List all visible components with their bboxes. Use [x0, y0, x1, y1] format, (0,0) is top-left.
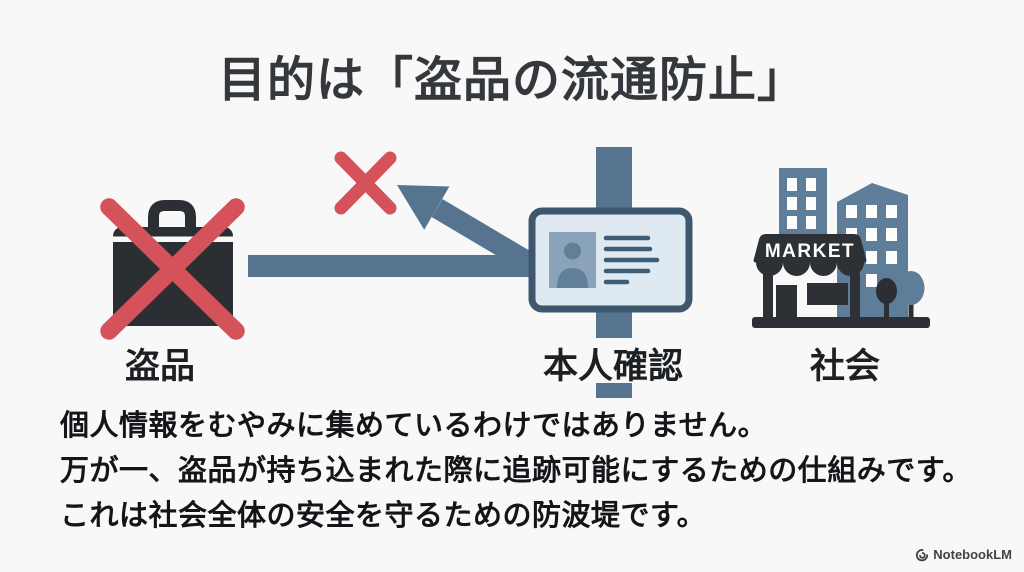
horizontal-flow-bar [248, 255, 562, 277]
market-buildings-icon: MARKET [752, 168, 930, 328]
slide-title: 目的は「盗品の流通防止」 [217, 54, 806, 107]
watermark: NotebookLM [915, 547, 1012, 562]
building-left [779, 168, 827, 238]
watermark-label: NotebookLM [933, 547, 1012, 562]
id-text-lines [603, 235, 660, 285]
body-line-3: これは社会全体の安全を守るための防波堤です。 [60, 500, 707, 532]
prohibited-x-icon [100, 198, 245, 340]
label-stolen-goods: 盗品 [124, 347, 195, 386]
market-awning [753, 234, 867, 276]
label-identity-check: 本人確認 [542, 347, 683, 386]
notebooklm-logo-icon [916, 548, 929, 561]
tree-dark-icon [876, 278, 897, 320]
vertical-flow-bar-bottom [596, 383, 632, 398]
body-text: 個人情報をむやみに集めているわけではありません。 万が一、盗品が持ち込まれた際に… [60, 404, 1000, 539]
body-line-1: 個人情報をむやみに集めているわけではありません。 [60, 410, 768, 442]
person-silhouette-icon [557, 242, 588, 288]
rejection-x-icon [334, 151, 397, 215]
tree-blue-icon [897, 271, 925, 320]
body-line-2: 万が一、盗品が持ち込まれた際に追跡可能にするための仕組みです。 [60, 455, 972, 487]
market-sign-label: MARKET [765, 241, 855, 262]
label-society: 社会 [809, 347, 880, 386]
blocked-arrow-icon [397, 185, 551, 282]
storefront [752, 273, 930, 328]
building-left-windows [787, 178, 816, 229]
id-card-icon [528, 207, 693, 313]
storefront-base [752, 317, 930, 328]
